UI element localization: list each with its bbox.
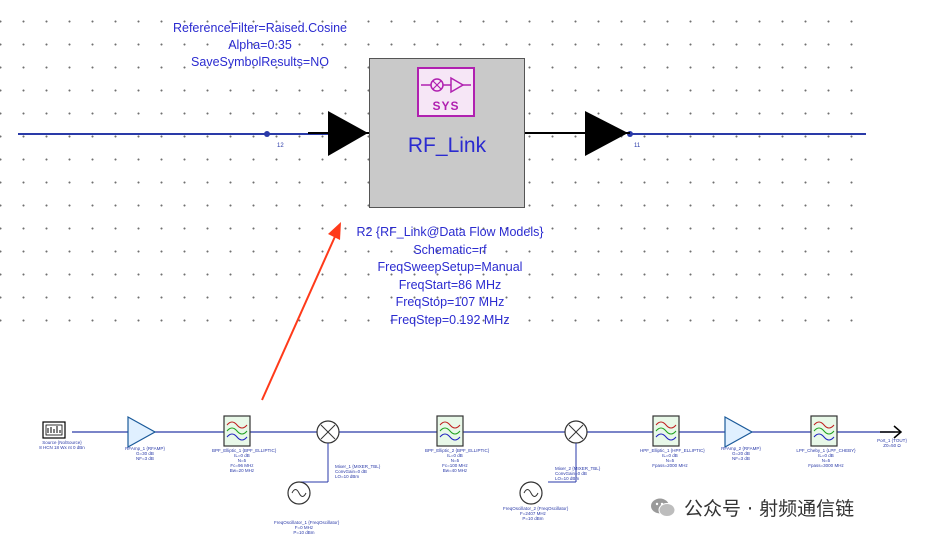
param-schematic: Schematic=rf xyxy=(413,242,487,257)
bandpass-filter-1-icon xyxy=(223,415,251,447)
amplifier-2-icon xyxy=(724,415,754,449)
param-freq-sweep: FreqSweepSetup=Manual xyxy=(377,260,523,274)
sys-icon: SYS xyxy=(417,67,475,117)
pin-label-out: 11 xyxy=(634,143,641,149)
hpf-detail: IL=0 dB N=5 Fpass=2000 MHz xyxy=(652,453,688,468)
noise-source-icon xyxy=(42,421,66,439)
amp1-name: RFAmp_1 {RFAMP} xyxy=(125,446,165,451)
param-save-symbol: SaveSymbolResults=NO xyxy=(191,55,329,69)
param-instance: R2 {RF_Link@Data Flow Models} xyxy=(356,225,544,239)
oscillator-1-icon xyxy=(287,481,311,505)
amp1-detail: G=30 dB NF=3 dB xyxy=(136,451,154,461)
port-name: Port_1 {TOUT} xyxy=(877,438,907,443)
watermark-text: 公众号 · 射频通信链 xyxy=(684,497,855,520)
source-label: Source {NolSource} 8 HCN 18 Wx nt 0 dBn xyxy=(32,440,92,450)
lpf-name: LPF_Cheby_1 {LPF_CHEBY} xyxy=(796,448,856,453)
param-freq-start: FreqStart=86 MHz xyxy=(398,277,502,292)
input-arrow-icon xyxy=(328,111,368,156)
watermark: 公众号 · 射频通信链 xyxy=(650,492,854,522)
osc1-name: FreqOscillator_1 {FreqOscillator} xyxy=(274,520,340,525)
mixer1-name: Mixer_1 {MIXER_TBL} xyxy=(335,464,381,469)
mixer2-detail: ConvGain=0 dB LO=10 dBm xyxy=(555,471,587,481)
bpf1-detail: IL=0 dB N=5 Fc=96 MHz Bw=20 MHz xyxy=(229,453,255,473)
bpf1-label: BPF_Elliptic_1 {BPF_ELLIPTIC} IL=0 dB N=… xyxy=(212,448,277,473)
param-reference-filter: ReferenceFilter=Raised.Cosine xyxy=(172,21,348,35)
wechat-icon xyxy=(651,498,676,517)
amp1-label: RFAmp_1 {RFAMP} G=30 dB NF=3 dB xyxy=(120,446,170,461)
output-arrow-icon xyxy=(585,111,628,156)
osc1-detail: F=0 MHz P=10 dBm xyxy=(293,525,315,535)
mixer1-detail: ConvGain=0 dB LO=10 dBm xyxy=(335,469,367,479)
output-port-icon xyxy=(880,425,903,439)
port-detail: Z0=50 Ω xyxy=(883,443,901,448)
amp2-label: RFAmp_2 {RFAMP} G=20 dB NF=3 dB xyxy=(716,446,766,461)
sys-label: SYS xyxy=(432,99,460,113)
mixer2-label: Mixer_2 {MIXER_TBL} ConvGain=0 dB LO=10 … xyxy=(555,466,605,481)
params-above: ReferenceFilter=Raised.Cosine Alpha=0.35… xyxy=(150,20,370,71)
lowpass-filter-icon xyxy=(810,415,838,447)
source-detail: 8 HCN 18 Wx nt 0 dBn xyxy=(39,445,85,450)
bpf2-detail: IL=0 dB N=5 Fc=100 MHz Bw=40 MHz xyxy=(442,453,468,473)
bandpass-filter-2-icon xyxy=(436,415,464,447)
input-junction-dot xyxy=(264,131,270,137)
amp2-name: RFAmp_2 {RFAMP} xyxy=(721,446,761,451)
bpf2-label: BPF_Elliptic_2 {BPF_ELLIPTIC} IL=0 dB N=… xyxy=(425,448,490,473)
oscillator-2-icon xyxy=(519,481,543,505)
amp2-detail: G=20 dB NF=3 dB xyxy=(732,451,750,461)
highpass-filter-icon xyxy=(652,415,680,447)
hpf-label: HPF_Elliptic_1 {HPF_ELLIPTIC} IL=0 dB N=… xyxy=(640,448,705,468)
mixer-amp-glyph-icon xyxy=(421,76,471,94)
param-freq-stop: FreqStop=107 MHz xyxy=(395,295,505,309)
osc1-label: FreqOscillator_1 {FreqOscillator} F=0 MH… xyxy=(274,520,340,535)
param-alpha: Alpha=0.35 xyxy=(228,38,292,52)
mixer-1-icon xyxy=(299,420,340,483)
bpf2-name: BPF_Elliptic_2 {BPF_ELLIPTIC} xyxy=(425,448,490,453)
lpf-label: LPF_Cheby_1 {LPF_CHEBY} IL=0 dB N=5 Fpas… xyxy=(796,448,856,468)
mixer-2-icon xyxy=(548,420,588,483)
params-below: R2 {RF_Link@Data Flow Models} Schematic=… xyxy=(325,224,575,329)
osc2-label: FreqOscillator_2 {FreqOscillator} F=2407… xyxy=(503,506,569,521)
bpf1-name: BPF_Elliptic_1 {BPF_ELLIPTIC} xyxy=(212,448,277,453)
component-name: RF_Link xyxy=(407,134,487,157)
input-wire[interactable] xyxy=(18,133,335,135)
osc2-detail: F=2407 MHz P=10 dBm xyxy=(520,511,546,521)
pin-label-in: 12 xyxy=(277,143,284,149)
rf-link-component[interactable]: SYS RF_Link xyxy=(369,58,525,208)
param-freq-step: FreqStep=0.192 MHz xyxy=(390,312,510,327)
amplifier-1-icon xyxy=(127,415,157,449)
port-label: Port_1 {TOUT} Z0=50 Ω xyxy=(872,438,912,448)
mixer2-name: Mixer_2 {MIXER_TBL} xyxy=(555,466,601,471)
mixer1-label: Mixer_1 {MIXER_TBL} ConvGain=0 dB LO=10 … xyxy=(335,464,385,479)
osc2-name: FreqOscillator_2 {FreqOscillator} xyxy=(503,506,569,511)
lpf-detail: IL=0 dB N=5 Fpass=3000 MHz xyxy=(808,453,844,468)
source-name: Source {NolSource} xyxy=(42,440,82,445)
hpf-name: HPF_Elliptic_1 {HPF_ELLIPTIC} xyxy=(640,448,705,453)
output-wire[interactable] xyxy=(630,133,866,135)
